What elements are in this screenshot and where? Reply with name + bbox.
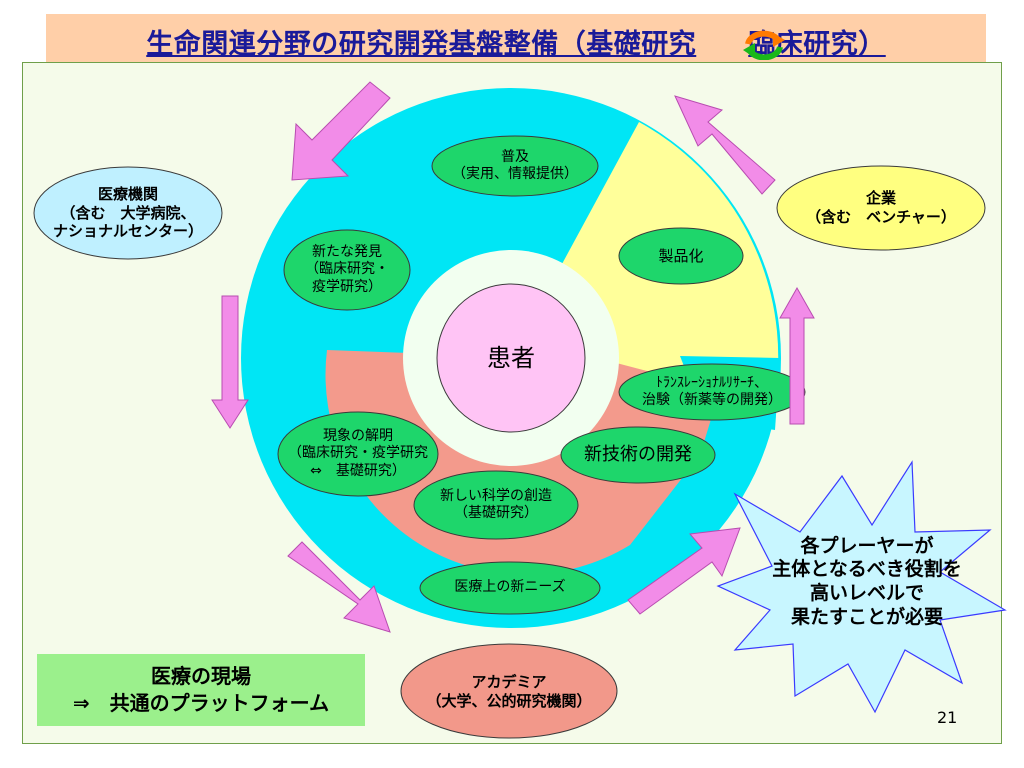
bubble-translational bbox=[618, 363, 806, 421]
kigyo-line1: 企業 bbox=[865, 189, 896, 208]
translational-line1: ﾄﾗﾝｽﾚｰｼｮﾅﾙﾘｻｰﾁ、 bbox=[656, 374, 768, 391]
label-academia: アカデミア （大学、公的研究機関） bbox=[401, 668, 617, 716]
bubble-gensho bbox=[277, 411, 439, 497]
label-kagaku: 新しい科学の創造 （基礎研究） bbox=[414, 482, 578, 528]
title-left: 生命関連分野の研究開発基盤整備（基礎研究 bbox=[146, 28, 697, 60]
fukyu-line1: 普及 bbox=[501, 148, 529, 165]
field-platform-box: 医療の現場 ⇒ 共通のプラットフォーム bbox=[37, 654, 365, 726]
arrow-top-right bbox=[674, 95, 776, 195]
academia-line2: （大学、公的研究機関） bbox=[426, 692, 592, 710]
academia-line1: アカデミア bbox=[471, 673, 547, 692]
page-title: 生命関連分野の研究開発基盤整備（基礎研究 臨床研究） bbox=[46, 14, 986, 68]
star-burst bbox=[716, 460, 1007, 714]
arata-line1: 新たな発見 bbox=[312, 243, 382, 260]
label-fukyu: 普及 （実用、情報提供） bbox=[432, 142, 598, 190]
player-kigyo bbox=[776, 165, 986, 251]
kigyo-line2: （含む ベンチャー） bbox=[806, 208, 956, 226]
field-box-line1: 医療の現場 bbox=[151, 664, 251, 688]
bubble-kagaku bbox=[413, 470, 579, 540]
star-line2: 主体となるべき役割を bbox=[772, 558, 962, 581]
arrow-left-down bbox=[211, 295, 249, 429]
iryo-line3: ナショナルセンター） bbox=[52, 222, 203, 241]
gensho-line2: （臨床研究・疫学研究 bbox=[288, 445, 428, 462]
star-message: 各プレーヤーが 主体となるべき役割を 高いレベルで 果たすことが必要 bbox=[752, 530, 982, 634]
label-kigyo: 企業 （含む ベンチャー） bbox=[777, 184, 985, 232]
arrow-right-up bbox=[779, 286, 815, 425]
page-number: 21 bbox=[937, 708, 958, 727]
label-iryo: 医療機関 （含む 大学病院、 ナショナルセンター） bbox=[34, 180, 222, 246]
bubble-arata bbox=[283, 229, 411, 311]
player-academia bbox=[400, 643, 618, 739]
label-shingijutsu: 新技術の開発 bbox=[584, 443, 692, 465]
arata-line2: （臨床研究・ bbox=[305, 261, 389, 278]
center-patient-label: 患者 bbox=[487, 344, 535, 372]
bubble-fukyu bbox=[431, 135, 599, 197]
star-line4: 果たすことが必要 bbox=[790, 605, 943, 628]
cycle-arrows-icon bbox=[743, 30, 785, 60]
field-box-line2: ⇒ 共通のプラットフォーム bbox=[72, 691, 330, 715]
bubble-seihinka bbox=[618, 227, 744, 285]
label-seihinka: 製品化 bbox=[658, 246, 704, 265]
star-line3: 高いレベルで bbox=[809, 582, 924, 604]
arrow-bottom-left bbox=[287, 541, 391, 633]
label-translational: ﾄﾗﾝｽﾚｰｼｮﾅﾙﾘｻｰﾁ、 治験（新薬等の開発） bbox=[619, 370, 805, 414]
center-patient-circle bbox=[436, 283, 586, 433]
bubble-needs bbox=[419, 561, 601, 615]
arrow-bottom-right bbox=[627, 527, 741, 615]
label-gensho: 現象の解明 （臨床研究・疫学研究 ⇔ 基礎研究） bbox=[278, 420, 438, 488]
kagaku-line2: （基礎研究） bbox=[454, 505, 538, 521]
star-line1: 各プレーヤーが bbox=[800, 534, 934, 557]
player-iryo bbox=[33, 166, 223, 260]
arrow-top-left bbox=[291, 81, 391, 181]
label-needs: 医療上の新ニーズ bbox=[454, 579, 566, 596]
translational-line2: 治験（新薬等の開発） bbox=[642, 392, 782, 408]
bubble-shingijutsu bbox=[560, 426, 716, 484]
gensho-line3: ⇔ 基礎研究） bbox=[310, 462, 406, 479]
iryo-line1: 医療機関 bbox=[97, 184, 158, 203]
gensho-line1: 現象の解明 bbox=[323, 427, 393, 444]
label-arata: 新たな発見 （臨床研究・ 疫学研究） bbox=[284, 236, 410, 304]
iryo-line2: （含む 大学病院、 bbox=[60, 203, 196, 222]
arata-line3: 疫学研究） bbox=[312, 278, 382, 295]
kagaku-line1: 新しい科学の創造 bbox=[440, 487, 552, 504]
fukyu-line2: （実用、情報提供） bbox=[452, 166, 578, 182]
title-bar: 生命関連分野の研究開発基盤整備（基礎研究 臨床研究） bbox=[46, 14, 986, 68]
